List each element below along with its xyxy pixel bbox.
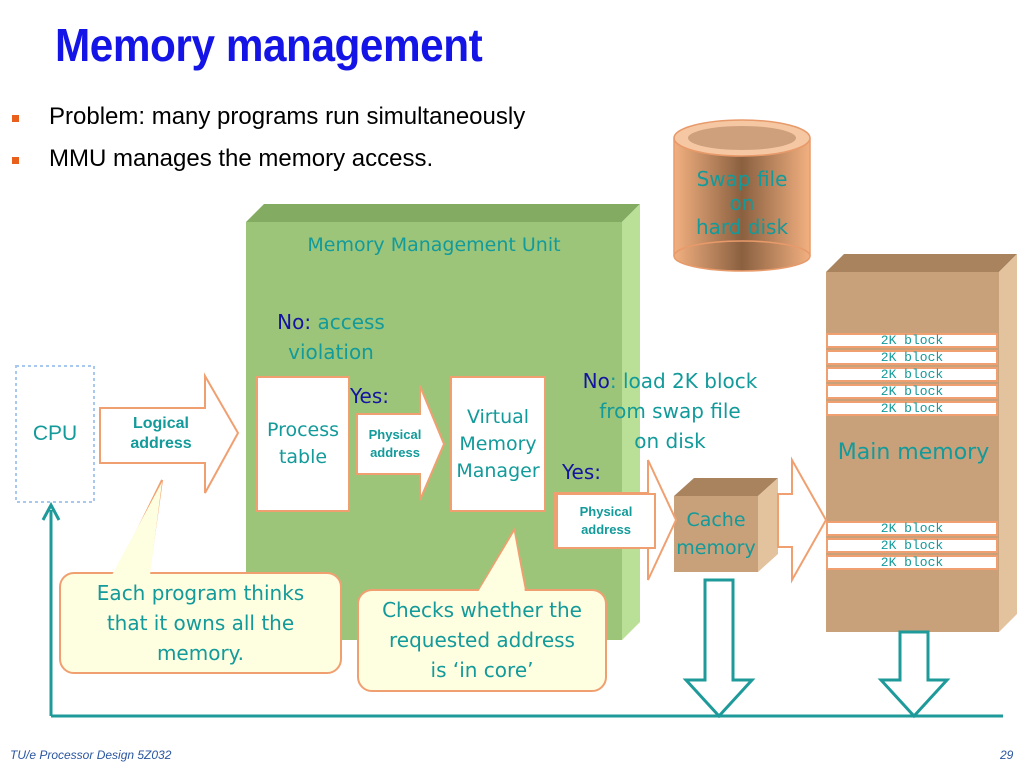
- violation-label: violation: [288, 340, 374, 364]
- memory-block: 2K block: [826, 384, 998, 399]
- vmm-line1: Virtual: [466, 405, 530, 428]
- cache-line1: Cache: [686, 509, 746, 531]
- callout1-line1: Each program thinks: [96, 581, 305, 605]
- memory-block: 2K block: [826, 401, 998, 416]
- physical-address-label-1: Physical address: [358, 426, 432, 462]
- footer-course: TU/e Processor Design 5Z032: [10, 748, 172, 762]
- swap-file-label: Swap file on hard disk: [674, 164, 810, 242]
- bullet-marker: [12, 114, 19, 122]
- main-memory-label: Main memory: [837, 440, 990, 465]
- callout-2-shape: [357, 527, 607, 692]
- cache-to-memory-arrow: [777, 456, 828, 584]
- vmm-line3: Manager: [456, 459, 540, 482]
- process-table-line1: Process: [266, 419, 340, 441]
- yes-label-1: Yes:: [350, 384, 390, 408]
- callout1-line3: memory.: [156, 641, 245, 665]
- physical2-line1: Physical: [579, 504, 633, 519]
- cpu-label: CPU: [32, 422, 78, 445]
- access-label: access: [311, 310, 385, 334]
- page-number: 29: [1000, 748, 1014, 762]
- process-table-box: Process table: [256, 376, 350, 512]
- load-block-note: No: load 2K block from swap file on disk: [556, 366, 784, 456]
- physical1-line1: Physical: [368, 427, 422, 442]
- load-line3: on disk: [634, 429, 706, 453]
- load-line1: : load 2K block: [609, 369, 758, 393]
- physical-address-label-2: Physical address: [556, 493, 656, 549]
- bus-lines: [41, 501, 1003, 718]
- yes-label-2: Yes:: [562, 460, 602, 484]
- callout2-line2: requested address: [389, 628, 575, 652]
- memory-bus-down-arrow: [877, 630, 951, 719]
- memory-block: 2K block: [826, 555, 998, 570]
- main-memory-box: [826, 254, 1017, 632]
- memory-block: 2K block: [826, 350, 998, 365]
- logical-line2: address: [130, 435, 192, 452]
- logical-line1: Logical: [132, 415, 189, 432]
- cache-memory-label: Cache memory: [668, 506, 764, 562]
- memory-block: 2K block: [826, 367, 998, 382]
- no-prefix: No:: [277, 310, 312, 334]
- virtual-memory-manager-box: Virtual Memory Manager: [450, 376, 546, 512]
- memory-block: 2K block: [826, 333, 998, 348]
- swap-file-cylinder: [673, 119, 811, 272]
- bullet-1-text: Problem: many programs run simultaneousl…: [49, 103, 526, 130]
- callout2-line1: Checks whether the: [382, 598, 582, 622]
- cache-bus-down-arrow: [682, 578, 756, 719]
- callout2-line3: is ‘in core’: [430, 658, 534, 682]
- cache-memory-box: [674, 478, 778, 572]
- physical2-line2: address: [581, 522, 631, 537]
- swap-label-line1: Swap file: [696, 167, 788, 191]
- callout1-line2: that it owns all the: [106, 611, 295, 635]
- callout-1-shape: [59, 479, 342, 674]
- yes-arrow-1: [356, 385, 446, 501]
- cpu-box: [15, 365, 95, 503]
- load-line2: from swap file: [599, 399, 741, 423]
- logical-address-arrow: [99, 372, 240, 494]
- logical-address-label: Logical address: [105, 414, 217, 454]
- vmm-line2: Memory: [459, 432, 537, 455]
- memory-block: 2K block: [826, 521, 998, 536]
- bullet-2-text: MMU manages the memory access.: [49, 145, 434, 172]
- swap-label-line3: hard disk: [695, 215, 789, 239]
- swap-label-line2: on: [729, 191, 755, 215]
- cache-line2: memory: [676, 537, 756, 559]
- process-table-line2: table: [278, 446, 328, 468]
- physical1-line2: address: [370, 445, 420, 460]
- bullet-1: Problem: many programs run simultaneousl…: [12, 103, 525, 131]
- memory-block: 2K block: [826, 538, 998, 553]
- no-prefix-2: No: [582, 369, 610, 393]
- slide-title: Memory management: [55, 19, 483, 71]
- bullet-marker: [12, 156, 19, 164]
- callout-each-program: Each program thinks that it owns all the…: [60, 578, 341, 668]
- bullet-2: MMU manages the memory access.: [12, 145, 433, 173]
- access-violation-note: No: access violation: [256, 307, 406, 367]
- mmu-label: Memory Management Unit: [307, 234, 561, 256]
- callout-checks-address: Checks whether the requested address is …: [358, 595, 606, 685]
